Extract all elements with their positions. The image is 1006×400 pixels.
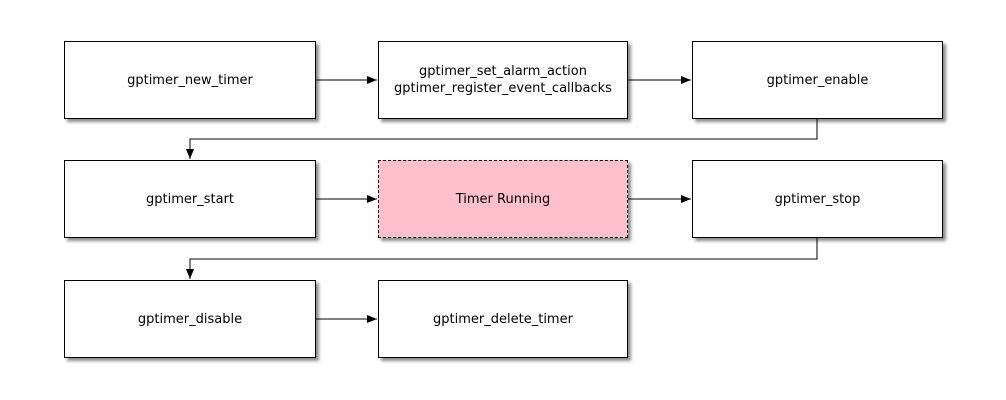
node-label: gptimer_enable: [766, 72, 869, 88]
flow-node-gptimer_enable: gptimer_enable: [692, 41, 943, 119]
flow-node-gptimer_disable: gptimer_disable: [64, 280, 316, 358]
node-label: Timer Running: [455, 191, 551, 207]
node-label: gptimer_set_alarm_action: [419, 64, 587, 79]
node-label: gptimer_register_event_callbacks: [394, 81, 612, 96]
flow-arrow-gptimer_enable-to-gptimer_start: [186, 119, 818, 159]
node-label: gptimer_disable: [137, 311, 243, 327]
node-label: gptimer_stop: [774, 191, 861, 207]
node-label: gptimer_delete_timer: [433, 311, 573, 327]
flow-node-timer_running: Timer Running: [378, 160, 628, 238]
flow-node-gptimer_delete_timer: gptimer_delete_timer: [378, 280, 628, 358]
flow-node-gptimer_new_timer: gptimer_new_timer: [64, 41, 316, 119]
flow-node-gptimer_stop: gptimer_stop: [692, 160, 943, 238]
node-label: gptimer_new_timer: [127, 72, 253, 88]
flow-arrow-gptimer_stop-to-gptimer_disable: [186, 238, 818, 279]
flow-node-gptimer_start: gptimer_start: [64, 160, 316, 238]
flow-node-gptimer_set_alarm_action: gptimer_set_alarm_action gptimer_register…: [378, 41, 628, 119]
node-label: gptimer_start: [146, 191, 234, 207]
